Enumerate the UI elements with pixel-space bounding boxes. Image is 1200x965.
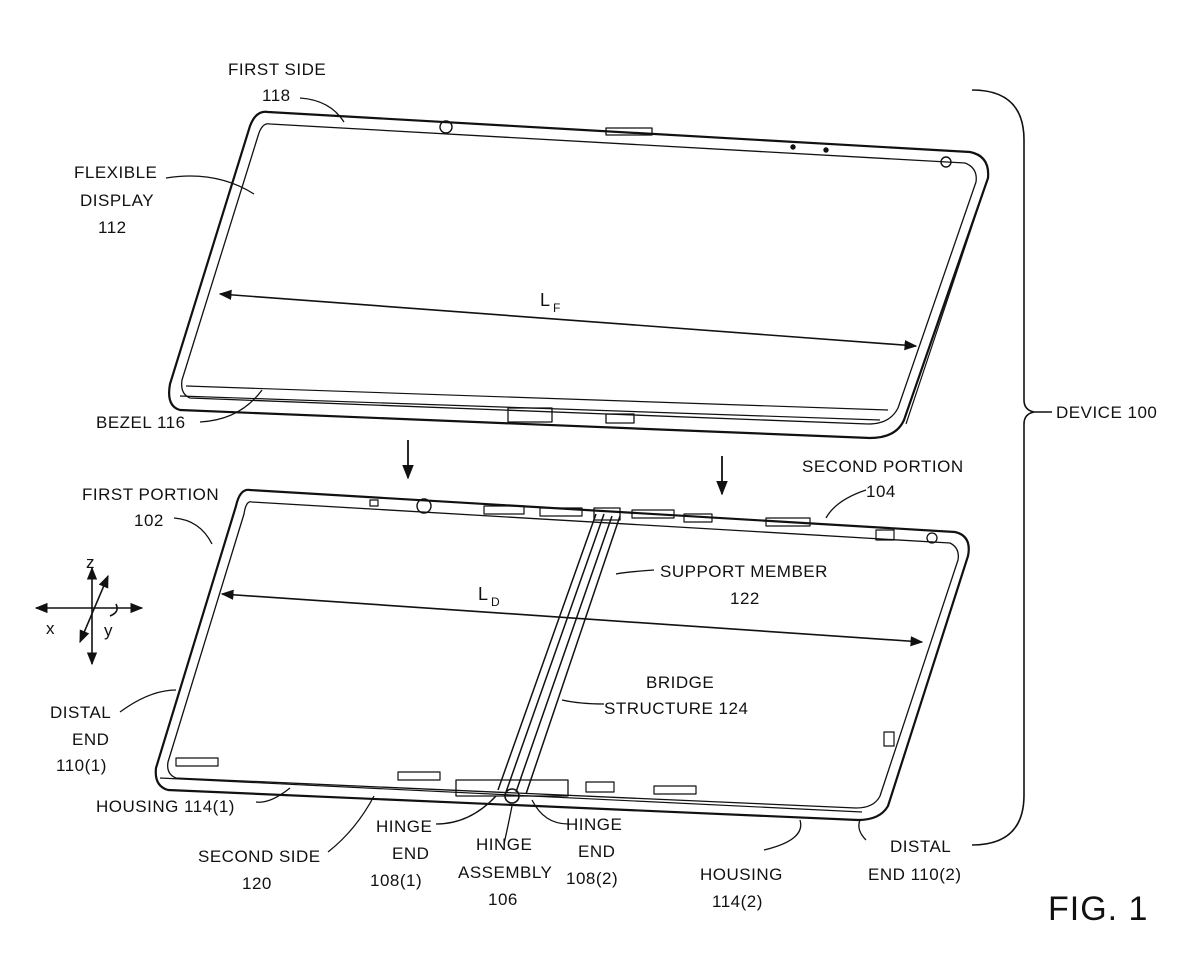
assembly-arrows	[402, 440, 728, 496]
axis-x-label: x	[46, 619, 55, 638]
distal-end-1-label: DISTAL	[50, 703, 111, 722]
display-top-connector	[605, 127, 653, 136]
distal-end-1-num: 110(1)	[56, 756, 107, 775]
display-sensor	[940, 156, 952, 168]
first-portion-label: FIRST PORTION	[82, 485, 219, 504]
figure-number: FIG. 1	[1048, 890, 1148, 928]
flexible-display-drawing	[168, 110, 990, 440]
bridge-line	[525, 515, 621, 795]
device-outline	[154, 488, 970, 822]
device-bracket	[971, 89, 1035, 846]
second-side-label: SECOND SIDE	[198, 847, 321, 866]
distal-end-1-end: END	[72, 730, 109, 749]
hinge-end-2-num: 108(2)	[566, 869, 618, 888]
support-member-left	[497, 513, 597, 791]
lf-subscript: F	[553, 301, 560, 315]
distal-end-2-label: DISTAL	[890, 837, 951, 856]
support-member-label: SUPPORT MEMBER	[660, 562, 828, 581]
device-label: DEVICE 100	[1056, 403, 1157, 422]
hinge-top-block	[593, 507, 621, 521]
housing-2-label: HOUSING	[700, 865, 783, 884]
leader-lines	[119, 97, 867, 853]
second-side-num: 120	[242, 874, 272, 893]
hinge-end-2-label: HINGE	[566, 815, 622, 834]
second-portion-label: SECOND PORTION	[802, 457, 964, 476]
ld-dimension: L D	[220, 584, 924, 647]
lf-dimension: L F	[218, 289, 918, 351]
device-inner-edge	[167, 501, 959, 809]
display-label: DISPLAY	[80, 191, 154, 210]
housing-1-label: HOUSING 114(1)	[96, 797, 235, 816]
device-camera	[416, 498, 432, 514]
hinge-bottom-block	[455, 779, 569, 797]
first-portion-num: 102	[134, 511, 164, 530]
display-bezel-line	[185, 385, 889, 411]
hinge-assembly-label: HINGE	[476, 835, 532, 854]
hinge-end-1-label: HINGE	[376, 817, 432, 836]
hinge-end-1-end: END	[392, 844, 429, 863]
bridge-structure-label: STRUCTURE 124	[604, 699, 748, 718]
axis-z-label: z	[86, 553, 95, 572]
display-num: 112	[98, 218, 127, 237]
display-camera	[439, 120, 453, 134]
support-member-mid	[505, 513, 605, 793]
display-side-edge	[905, 177, 989, 425]
display-bottom-connector	[507, 407, 553, 423]
display-outline	[168, 110, 990, 440]
first-side-label: FIRST SIDE	[228, 60, 326, 79]
support-member-right	[515, 515, 613, 793]
hinge-end-2-end: END	[578, 842, 615, 861]
lf-label: L	[540, 290, 550, 310]
hinge-assembly-assembly: ASSEMBLY	[458, 863, 552, 882]
second-portion-num: 104	[866, 482, 896, 501]
flexible-label: FLEXIBLE	[74, 163, 157, 182]
display-bottom-tab	[605, 413, 635, 424]
device-bottom-edge	[159, 777, 863, 813]
hinge-assembly-circle	[504, 788, 520, 804]
distal-end-2-end: END 110(2)	[868, 865, 962, 884]
bezel-label: BEZEL 116	[96, 413, 186, 432]
support-member-num: 122	[730, 589, 760, 608]
hinge-end-1-num: 108(1)	[370, 871, 422, 890]
axis-y-label: y	[104, 621, 113, 640]
housing-2-num: 114(2)	[712, 892, 763, 911]
ld-label: L	[478, 584, 488, 604]
display-inner-edge	[181, 123, 977, 425]
first-side-num: 118	[262, 86, 291, 105]
hinge-assembly-num: 106	[488, 890, 518, 909]
bridge-label: BRIDGE	[646, 673, 714, 692]
ld-subscript: D	[491, 595, 500, 609]
device-drawing	[154, 488, 970, 822]
axis-triad	[34, 566, 144, 666]
